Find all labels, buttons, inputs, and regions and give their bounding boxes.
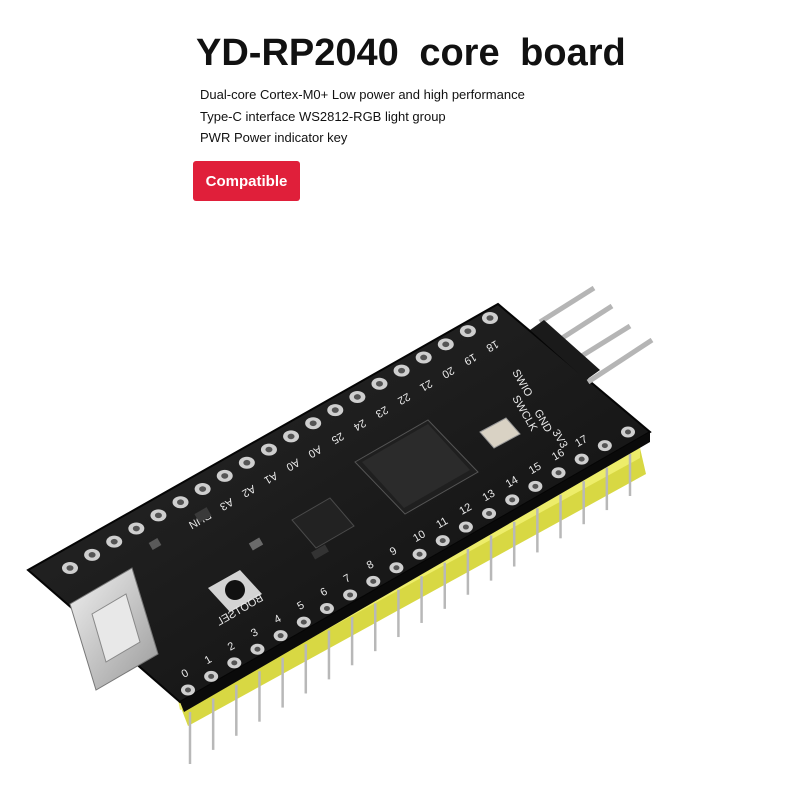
page-title: YD-RP2040 core board: [196, 32, 626, 74]
feature-item: Dual-core Cortex-M0+ Low power and high …: [200, 87, 525, 102]
usb-c-connector: [69, 567, 159, 691]
pin-label: 7: [342, 572, 353, 585]
pin-label: A3: [218, 495, 236, 512]
pin-label: 9: [388, 545, 399, 558]
pin-hole-center: [601, 443, 608, 449]
pin-hole-center: [300, 619, 307, 625]
pin-hole-center: [208, 673, 215, 679]
pin-hole-center: [254, 646, 261, 652]
pin-label: 1: [203, 654, 214, 667]
pin-hole-center: [88, 552, 96, 558]
pin-hole-center: [398, 367, 406, 374]
debug-header: [530, 285, 654, 385]
pin-hole-center: [393, 565, 400, 571]
pin-hole-center: [323, 606, 330, 612]
pin-label: 6: [318, 586, 329, 599]
pin-label: 2: [226, 640, 237, 653]
pin-label: 23: [373, 403, 390, 420]
pin-label: 3: [249, 626, 260, 639]
pin-label: 19: [462, 351, 479, 368]
pin-hole-center: [66, 565, 74, 571]
pin-hole-center: [353, 394, 361, 400]
pin-hole-center: [462, 524, 469, 530]
pin-hole-center: [331, 407, 339, 413]
pin-hole-center: [287, 433, 295, 440]
pin-label: 17: [573, 433, 590, 450]
compatible-badge: Compatible: [193, 161, 300, 201]
pin-hole-center: [578, 456, 585, 462]
pin-label: 11: [434, 515, 450, 531]
crystal: [479, 417, 521, 449]
pin-label: A1: [262, 469, 280, 486]
pin-label: 21: [418, 377, 435, 394]
pin-hole-center: [265, 446, 273, 453]
pin-hole-center: [185, 687, 191, 693]
smd-components: [148, 507, 329, 560]
rp2040-chip: [354, 419, 479, 515]
feature-item: Type-C interface WS2812-RGB light group: [200, 108, 446, 124]
pin-hole-center: [370, 578, 377, 584]
pin-hole-center: [509, 497, 516, 503]
pin-label: 4: [272, 613, 283, 626]
pin-hole-center: [442, 341, 450, 348]
pin-hole-center: [416, 551, 423, 557]
pin-label: 8: [365, 559, 376, 572]
pin-hole-center: [199, 486, 207, 492]
pin-hole-center: [439, 538, 446, 544]
pin-hole-center: [277, 633, 284, 639]
pin-label: 24: [351, 416, 368, 433]
pin-label: 15: [527, 460, 544, 477]
pin-hole-center: [420, 354, 428, 361]
pin-hole-center: [625, 429, 631, 435]
pin-hole-center: [132, 525, 140, 532]
pin-label: 12: [457, 501, 474, 518]
pin-hole-center: [486, 510, 493, 516]
pin-hole-center: [154, 512, 162, 519]
pin-hole-center: [532, 483, 539, 489]
pin-label: 13: [481, 488, 498, 505]
top-pin-row: RUNA3A2A1A0A02524232221201918: [62, 312, 501, 574]
pin-label: 22: [395, 390, 412, 407]
pin-label: 0: [180, 667, 191, 680]
pin-hole-center: [221, 473, 229, 479]
pin-hole-center: [110, 538, 118, 545]
pin-label: 16: [550, 447, 567, 464]
pin-hole-center: [375, 380, 383, 387]
pin-hole-center: [243, 459, 251, 466]
pin-hole-center: [486, 315, 494, 321]
pin-label: 25: [329, 430, 346, 447]
feature-item: PWR Power indicator key: [200, 130, 348, 145]
pin-hole-center: [231, 660, 238, 666]
pin-hole-center: [309, 420, 317, 427]
pin-hole-center: [464, 328, 472, 334]
pin-label: 18: [484, 337, 501, 354]
pin-label: A0: [306, 443, 324, 460]
pin-hole-center: [555, 470, 562, 476]
pin-label: A2: [240, 482, 258, 499]
pin-hole-center: [177, 499, 185, 506]
bottom-pins: [188, 454, 632, 764]
pin-label: 14: [504, 474, 521, 491]
pin-label: 5: [295, 599, 306, 612]
flash-chip: [291, 497, 355, 549]
feature-list: Dual-core Cortex-M0+ Low power and high …: [200, 84, 525, 149]
pin-label: 20: [440, 364, 457, 381]
bootsel-button: [208, 570, 262, 612]
pin-hole-center: [347, 592, 354, 598]
pin-label: A0: [284, 456, 302, 473]
pin-label: 10: [411, 528, 428, 545]
